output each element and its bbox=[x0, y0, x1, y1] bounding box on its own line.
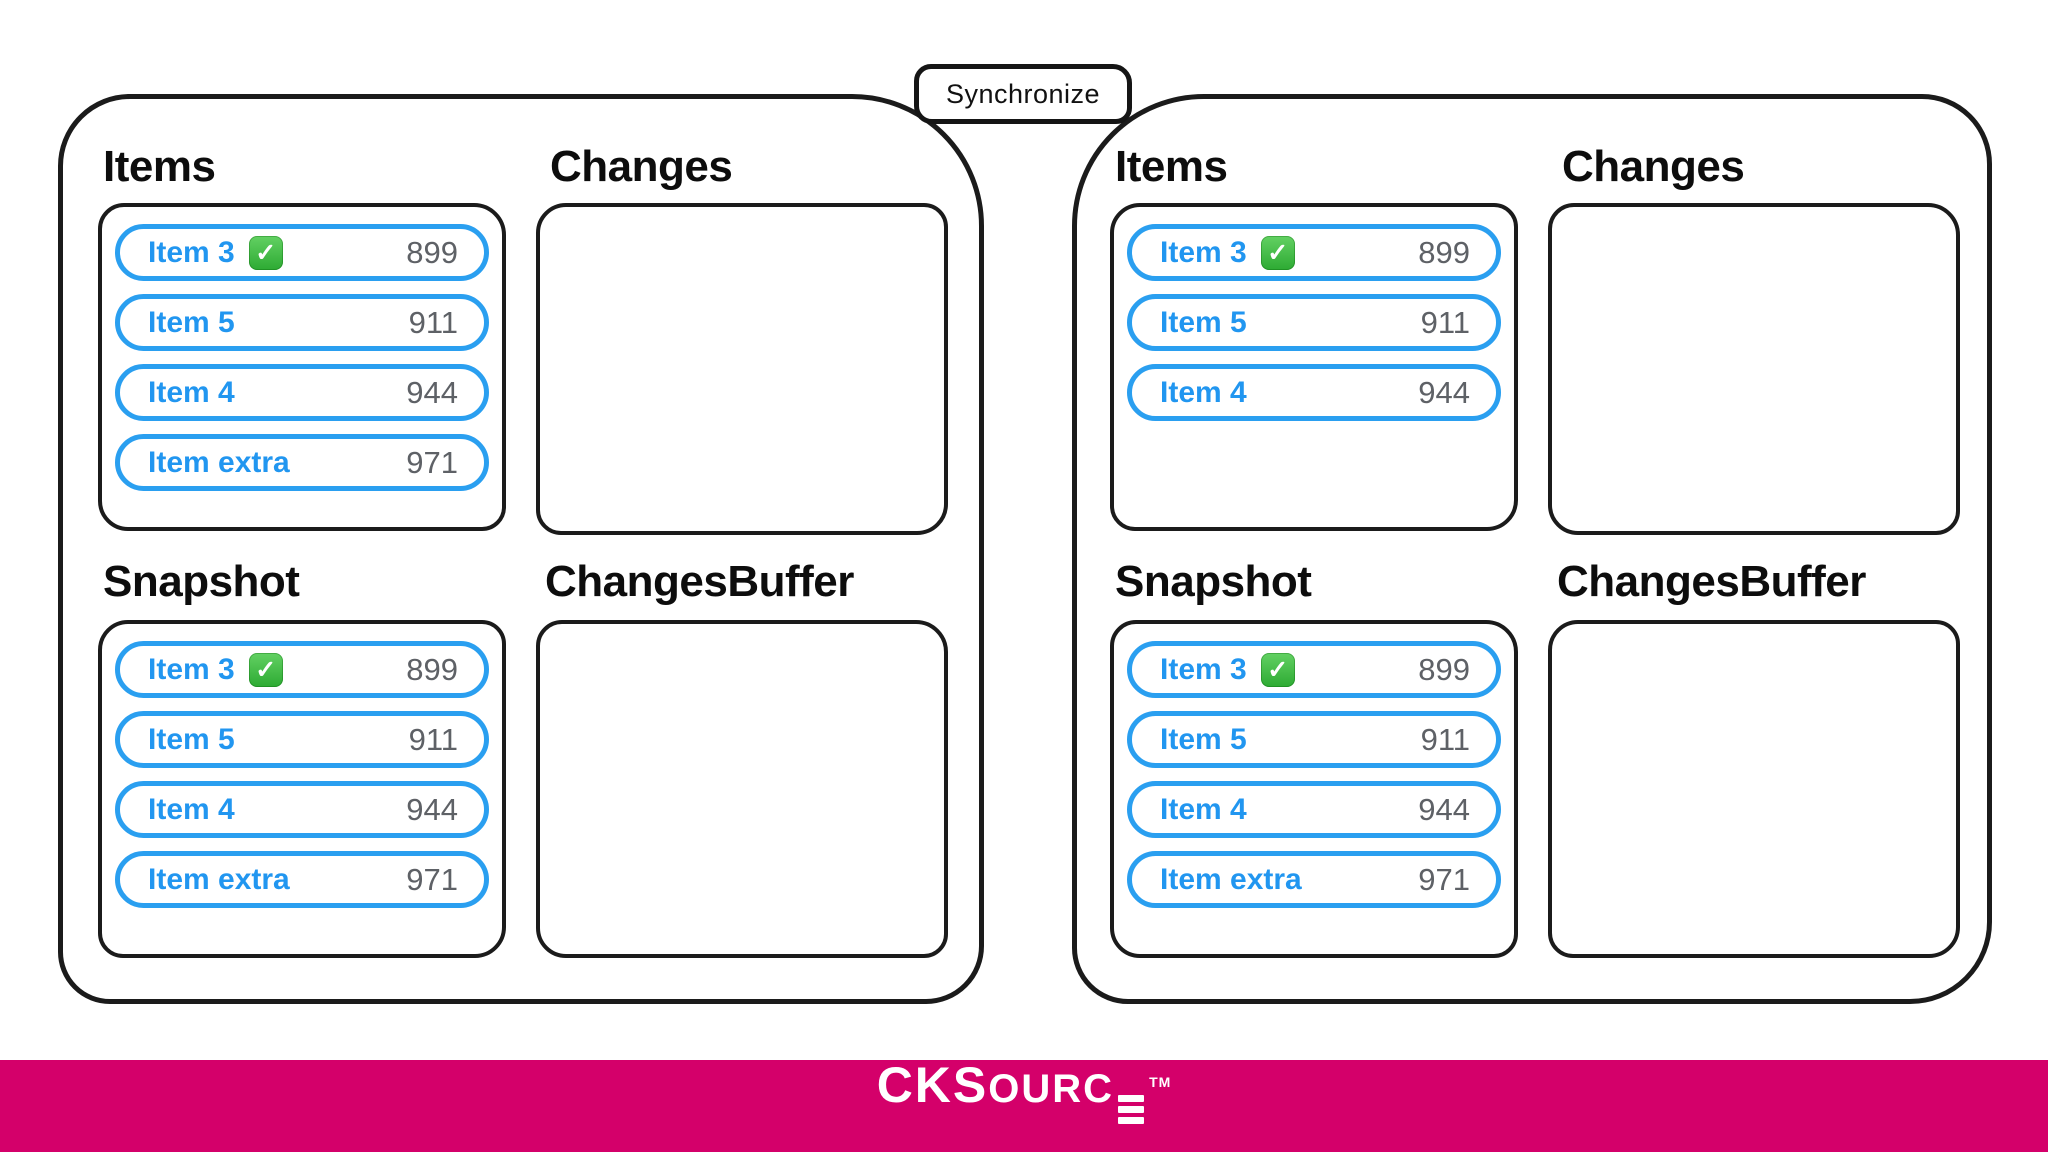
trademark-symbol: TM bbox=[1149, 1074, 1172, 1090]
list-item: Item extra 971 bbox=[115, 434, 489, 491]
changesbuffer-box-right bbox=[1548, 620, 1960, 958]
check-icon: ✓ bbox=[1260, 235, 1295, 270]
list-item: Item 4 944 bbox=[115, 364, 489, 421]
list-item: Item 3 ✓ 899 bbox=[1127, 224, 1501, 281]
item-value: 911 bbox=[408, 721, 458, 757]
item-label: Item extra bbox=[148, 445, 290, 479]
changesbuffer-box-left bbox=[536, 620, 948, 958]
item-value: 911 bbox=[1420, 721, 1470, 757]
changesbuffer-heading-left: ChangesBuffer bbox=[545, 557, 854, 606]
item-label: Item 5 bbox=[148, 722, 235, 756]
item-value: 971 bbox=[406, 444, 458, 480]
synchronize-button[interactable]: Synchronize bbox=[914, 64, 1132, 124]
list-item: Item 4 944 bbox=[1127, 364, 1501, 421]
snapshot-box-left: Item 3 ✓ 899 Item 5 911 Item 4 944 Item e… bbox=[98, 620, 506, 958]
check-icon: ✓ bbox=[1260, 652, 1295, 687]
list-item: Item extra 971 bbox=[115, 851, 489, 908]
item-label: Item 5 bbox=[1160, 722, 1247, 756]
item-label: Item extra bbox=[1160, 862, 1302, 896]
panel-left-client bbox=[58, 94, 984, 1004]
items-heading-left: Items bbox=[103, 142, 216, 191]
list-item: Item 3 ✓ 899 bbox=[115, 224, 489, 281]
item-value: 899 bbox=[1418, 234, 1470, 270]
item-label: Item 5 bbox=[148, 305, 235, 339]
list-item: Item 4 944 bbox=[115, 781, 489, 838]
item-value: 944 bbox=[1418, 374, 1470, 410]
item-label: Item 3 bbox=[148, 235, 235, 269]
snapshot-heading-left: Snapshot bbox=[103, 557, 300, 606]
item-label: Item 4 bbox=[148, 792, 235, 826]
item-label: Item 4 bbox=[1160, 792, 1247, 826]
panel-right-client bbox=[1072, 94, 1992, 1004]
item-value: 944 bbox=[1418, 791, 1470, 827]
snapshot-box-right: Item 3 ✓ 899 Item 5 911 Item 4 944 Item e… bbox=[1110, 620, 1518, 958]
item-value: 899 bbox=[406, 651, 458, 687]
list-item: Item 5 911 bbox=[115, 711, 489, 768]
items-box-right: Item 3 ✓ 899 Item 5 911 Item 4 944 bbox=[1110, 203, 1518, 531]
item-value: 899 bbox=[1418, 651, 1470, 687]
list-item: Item 3 ✓ 899 bbox=[115, 641, 489, 698]
item-label: Item 5 bbox=[1160, 305, 1247, 339]
list-item: Item 3 ✓ 899 bbox=[1127, 641, 1501, 698]
changes-heading-left: Changes bbox=[550, 142, 733, 191]
logo-e-bars-icon bbox=[1118, 1095, 1145, 1124]
item-value: 971 bbox=[1418, 861, 1470, 897]
item-value: 911 bbox=[1420, 304, 1470, 340]
changes-box-left bbox=[536, 203, 948, 535]
item-value: 911 bbox=[408, 304, 458, 340]
logo-text-rest: OURC bbox=[988, 1067, 1115, 1111]
check-icon: ✓ bbox=[248, 652, 283, 687]
list-item: Item 5 911 bbox=[1127, 711, 1501, 768]
item-value: 899 bbox=[406, 234, 458, 270]
list-item: Item 5 911 bbox=[1127, 294, 1501, 351]
items-heading-right: Items bbox=[1115, 142, 1228, 191]
check-icon: ✓ bbox=[248, 235, 283, 270]
item-label: Item 3 bbox=[148, 652, 235, 686]
item-label: Item 4 bbox=[148, 375, 235, 409]
item-label: Item 3 bbox=[1160, 652, 1247, 686]
changes-heading-right: Changes bbox=[1562, 142, 1745, 191]
logo-text-main: CKS bbox=[876, 1057, 989, 1113]
item-value: 944 bbox=[406, 374, 458, 410]
item-label: Item 3 bbox=[1160, 235, 1247, 269]
item-label: Item extra bbox=[148, 862, 290, 896]
list-item: Item 5 911 bbox=[115, 294, 489, 351]
list-item: Item extra 971 bbox=[1127, 851, 1501, 908]
item-value: 971 bbox=[406, 861, 458, 897]
item-value: 944 bbox=[406, 791, 458, 827]
items-box-left: Item 3 ✓ 899 Item 5 911 Item 4 944 Item e… bbox=[98, 203, 506, 531]
changes-box-right bbox=[1548, 203, 1960, 535]
synchronize-label: Synchronize bbox=[945, 78, 1101, 109]
list-item: Item 4 944 bbox=[1127, 781, 1501, 838]
snapshot-heading-right: Snapshot bbox=[1115, 557, 1312, 606]
item-label: Item 4 bbox=[1160, 375, 1247, 409]
changesbuffer-heading-right: ChangesBuffer bbox=[1557, 557, 1866, 606]
